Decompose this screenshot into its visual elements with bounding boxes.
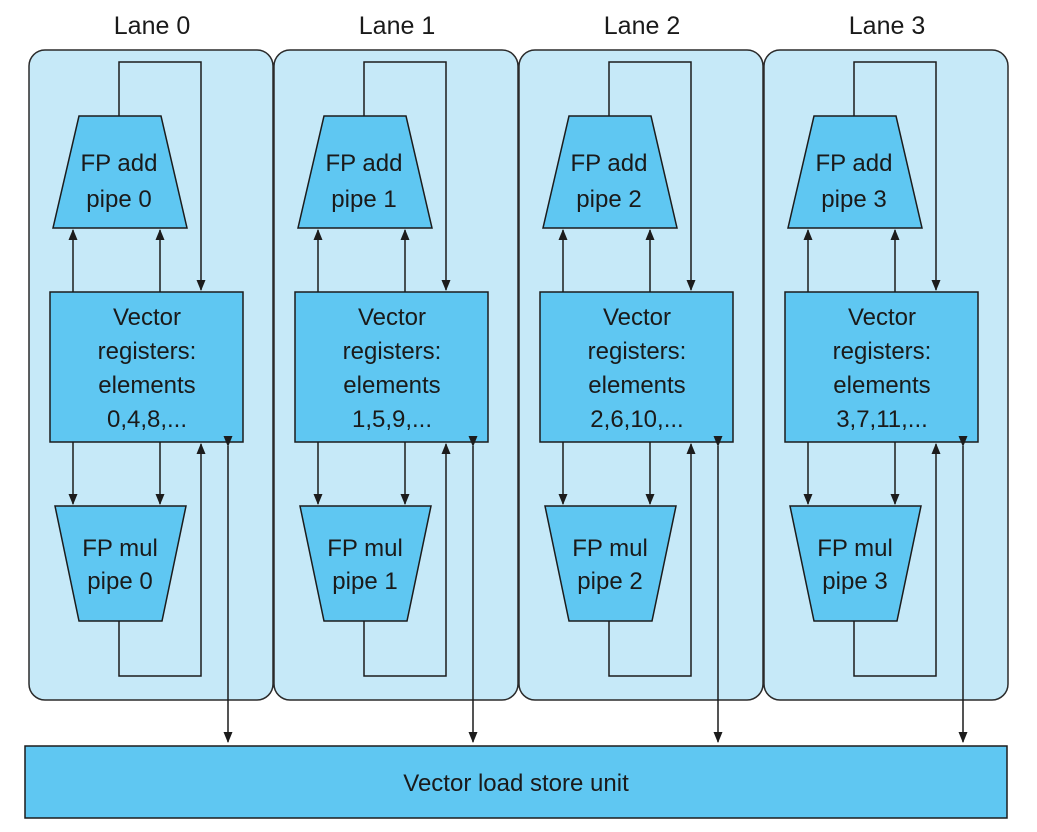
lane-2: Lane 2 FP add pipe 2 Vector registers: elemen… [518,12,764,743]
fp-add-pipe-label-line-1: FP add [816,150,893,177]
lane-title: Lane 1 [359,12,435,40]
fp-add-pipe [297,115,433,229]
lane-1: Lane 1 FP add pipe 1 Vector registers: elemen… [273,12,519,743]
vector-registers-label-line-4: 3,7,11,... [836,406,928,433]
fp-mul-pipe-label-line-1: FP mul [327,535,403,562]
fp-mul-pipe-label-line-2: pipe 0 [87,568,152,595]
vector-registers-label-line-1: Vector [603,304,671,331]
vector-registers-label-line-1: Vector [358,304,426,331]
lane-title: Lane 0 [114,12,190,40]
vector-registers-label-line-3: elements [343,372,440,399]
fp-add-pipe-label-line-2: pipe 3 [821,186,886,213]
vector-registers-label-line-1: Vector [113,304,181,331]
fp-mul-pipe-label-line-2: pipe 3 [822,568,887,595]
fp-add-pipe [787,115,923,229]
fp-add-pipe-label-line-1: FP add [326,150,403,177]
mul-result-feedback-arrow [853,443,941,677]
mul-result-feedback-arrow [363,443,451,677]
vector-registers-label-line-2: registers: [343,338,442,365]
fp-add-pipe-label-line-1: FP add [571,150,648,177]
add-result-feedback-arrow [363,61,451,291]
fp-add-pipe [52,115,188,229]
lane-3: Lane 3 FP add pipe 3 Vector registers: elemen… [763,12,1009,743]
load-store-unit-label: Vector load store unit [403,770,629,797]
load-store-unit: Vector load store unit [24,745,1008,819]
mul-result-feedback-arrow [118,443,206,677]
fp-add-pipe-label-line-2: pipe 0 [86,186,151,213]
fp-mul-pipe-label-line-2: pipe 2 [577,568,642,595]
vector-registers-label-line-3: elements [588,372,685,399]
fp-mul-pipe-label-line-1: FP mul [82,535,158,562]
fp-mul-pipe-label-line-1: FP mul [817,535,893,562]
fp-add-pipe-label-line-2: pipe 2 [576,186,641,213]
vector-registers-label-line-2: registers: [98,338,197,365]
vector-registers-label-line-2: registers: [588,338,687,365]
fp-mul-pipe [789,505,922,622]
lane-title: Lane 3 [849,12,925,40]
vector-registers [294,291,489,443]
add-result-feedback-arrow [853,61,941,291]
vector-registers-label-line-4: 1,5,9,... [352,406,432,433]
fp-add-pipe [542,115,678,229]
add-result-feedback-arrow [608,61,696,291]
fp-mul-pipe [54,505,187,622]
fp-mul-pipe [299,505,432,622]
load-store-unit-box [24,745,1008,819]
lane-title: Lane 2 [604,12,680,40]
fp-mul-pipe [544,505,677,622]
add-result-feedback-arrow [118,61,206,291]
vector-registers-label-line-1: Vector [848,304,916,331]
fp-add-pipe-label-line-1: FP add [81,150,158,177]
vector-registers-label-line-3: elements [98,372,195,399]
fp-mul-pipe-label-line-1: FP mul [572,535,648,562]
fp-add-pipe-label-line-2: pipe 1 [331,186,396,213]
vector-registers-label-line-2: registers: [833,338,932,365]
fp-mul-pipe-label-line-2: pipe 1 [332,568,397,595]
vector-registers-label-line-4: 2,6,10,... [590,406,683,433]
lane-0: Lane 0 FP add pipe 0 Vector registers: elemen… [28,12,274,743]
vector-registers-label-line-3: elements [833,372,930,399]
vector-registers [49,291,244,443]
vector-registers [784,291,979,443]
vector-registers-label-line-4: 0,4,8,... [107,406,187,433]
vector-registers [539,291,734,443]
mul-result-feedback-arrow [608,443,696,677]
